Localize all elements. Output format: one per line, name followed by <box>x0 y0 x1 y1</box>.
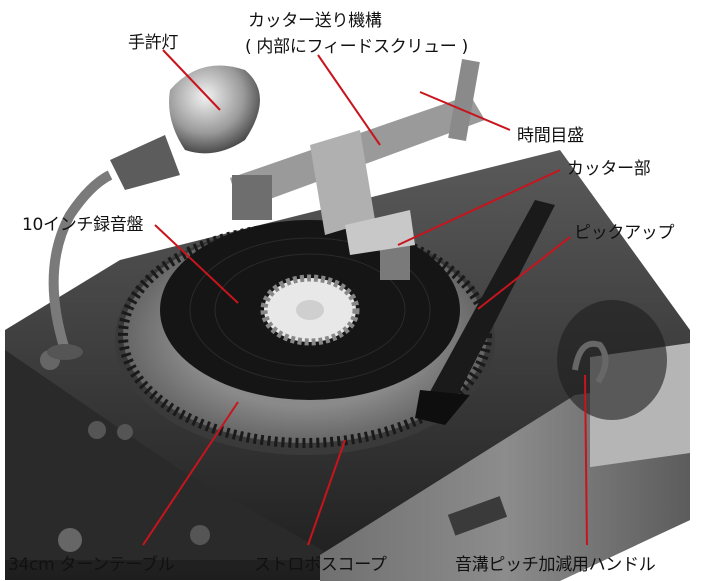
leader-stroboscope <box>307 439 346 546</box>
pickup-arm <box>415 200 555 425</box>
cutter-carriage <box>230 59 485 280</box>
label-timer-scale: 時間目盛 <box>517 126 584 146</box>
leader-lamp <box>162 49 221 111</box>
label-lamp: 手許灯 <box>128 33 179 53</box>
pitch-handle <box>557 300 667 420</box>
leader-cutter-feed <box>317 54 381 146</box>
leader-pickup <box>477 236 571 310</box>
label-pitch-handle: 音溝ピッチ加減用ハンドル <box>455 555 656 575</box>
leader-turntable <box>142 401 239 546</box>
label-record-disc: 10インチ録音盤 <box>22 215 144 235</box>
label-cutter-unit: カッター部 <box>567 159 651 179</box>
label-cutter-feed: カッター送り機構 <box>248 11 382 31</box>
desk-lamp <box>47 65 260 360</box>
label-stroboscope: ストロボスコープ <box>254 555 387 575</box>
leader-pitch-handle <box>584 374 588 546</box>
leader-record-disc <box>154 224 239 304</box>
leader-lines <box>142 49 588 546</box>
leader-timer-scale <box>419 91 511 131</box>
label-pickup: ピックアップ <box>574 223 675 243</box>
record-label <box>260 274 360 346</box>
label-turntable: 34cm ターンテーブル <box>8 555 175 575</box>
leader-cutter-unit <box>397 169 561 246</box>
label-cutter-feed-sub: ( 内部にフィードスクリュー ) <box>245 37 468 57</box>
